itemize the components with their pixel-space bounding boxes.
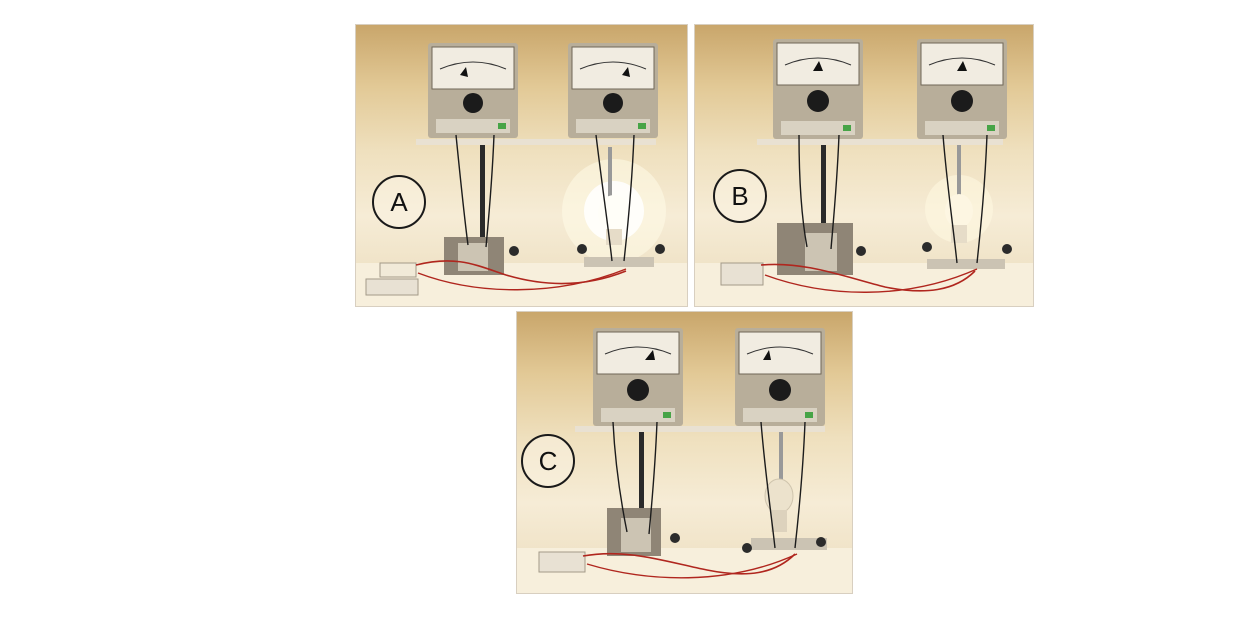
experiment-photo-c: C <box>517 312 852 593</box>
experiment-photo-b: B <box>695 25 1033 306</box>
panel-label-c: C <box>521 434 575 488</box>
panel-label-b: B <box>713 169 767 223</box>
experiment-photo-a: A <box>356 25 687 306</box>
panel-label-a: A <box>372 175 426 229</box>
